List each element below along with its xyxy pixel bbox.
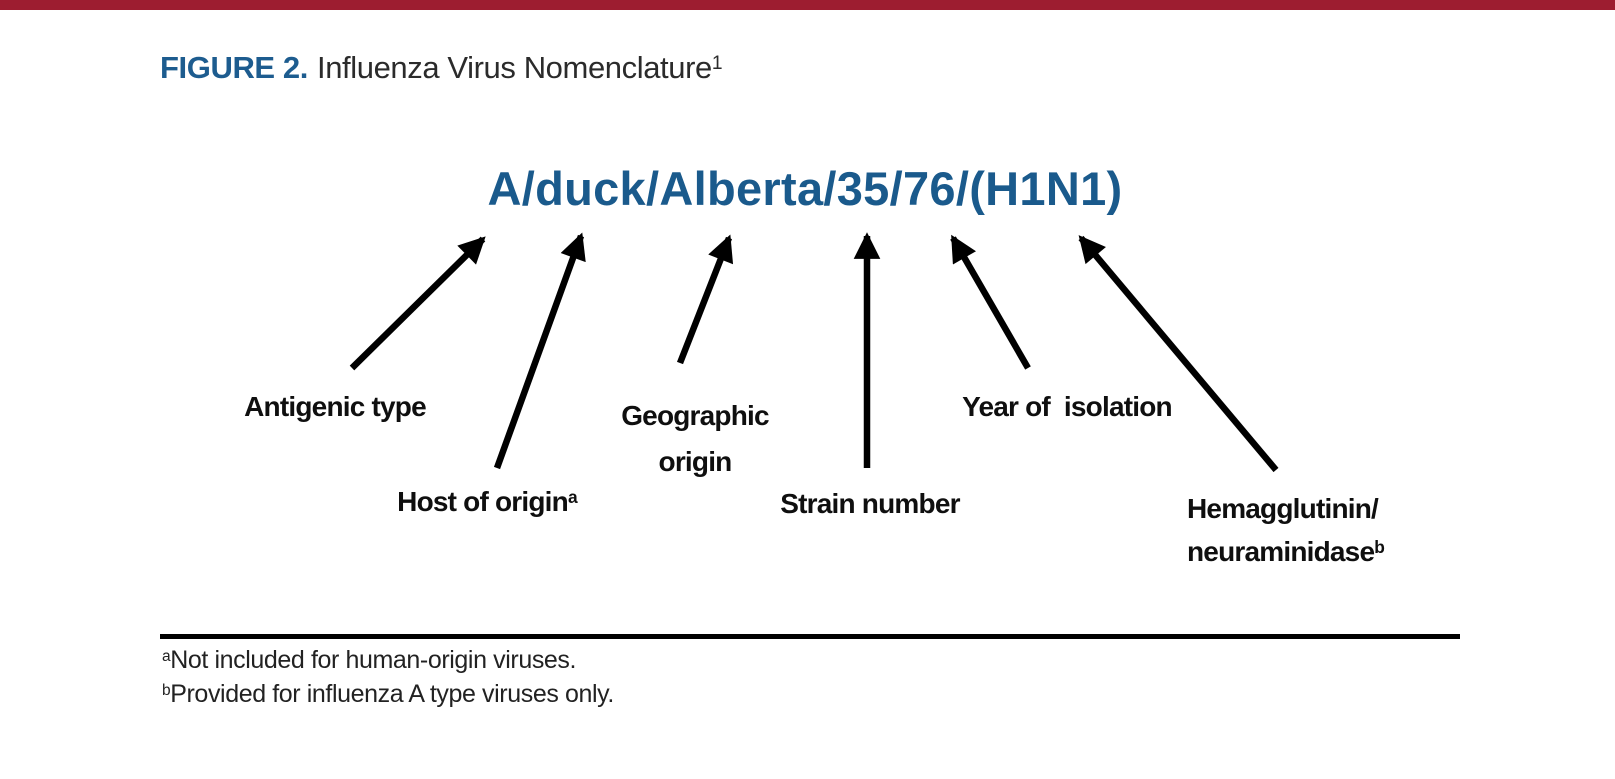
arrow-geographic-origin-icon (676, 234, 734, 365)
virus-nomenclature-text: A/duck/Alberta/35/76/(H1N1) (487, 162, 1123, 215)
arrow-hemagglutinin-icon (1078, 235, 1279, 473)
label-hemagglutinin-superscript: b (1374, 536, 1385, 557)
label-strain-number: Strain number (780, 488, 960, 519)
footnote-a-superscript: a (162, 648, 171, 666)
footnote-a: aNot included for human-origin viruses. (162, 646, 576, 675)
label-geographic-line2: origin (658, 446, 733, 478)
figure-title-superscript: 1 (711, 53, 723, 75)
figure-number-label: FIGURE 2. (160, 50, 308, 85)
figure-title-text: Influenza Virus Nomenclature (316, 50, 712, 85)
label-geographic-line1: Geographic (621, 400, 769, 431)
footnote-b-superscript: b (162, 682, 171, 700)
figure-title: FIGURE 2.Influenza Virus Nomenclature1 (160, 50, 723, 86)
footnote-b-text: Provided for influenza A type viruses on… (170, 680, 614, 708)
footnote-divider-rule (160, 634, 1460, 639)
label-host-of-origin: Host of origina (387, 488, 587, 516)
label-hemagglutinin-line2: neuraminidase (1187, 535, 1375, 567)
label-hemagglutinin-line1: Hemagglutinin/ (1187, 493, 1379, 524)
label-hemagglutinin-neuraminidase: Hemagglutinin/neuraminidaseb (1187, 488, 1417, 573)
label-year-of-isolation: Year of isolation (962, 391, 1172, 422)
footnote-b: bProvided for influenza A type viruses o… (162, 680, 614, 709)
label-host-of-origin-superscript: a (567, 487, 578, 508)
page-accent-bar (0, 0, 1615, 10)
label-host-of-origin-text: Host of origin (397, 486, 569, 517)
footnote-a-text: Not included for human-origin viruses. (170, 646, 577, 674)
arrow-antigenic-type-icon (349, 236, 486, 371)
label-antigenic-type: Antigenic type (244, 391, 427, 422)
arrow-year-of-isolation-icon (950, 234, 1031, 370)
arrow-host-of-origin-icon (493, 232, 586, 470)
label-geographic-origin: Geographic origin (595, 393, 795, 485)
